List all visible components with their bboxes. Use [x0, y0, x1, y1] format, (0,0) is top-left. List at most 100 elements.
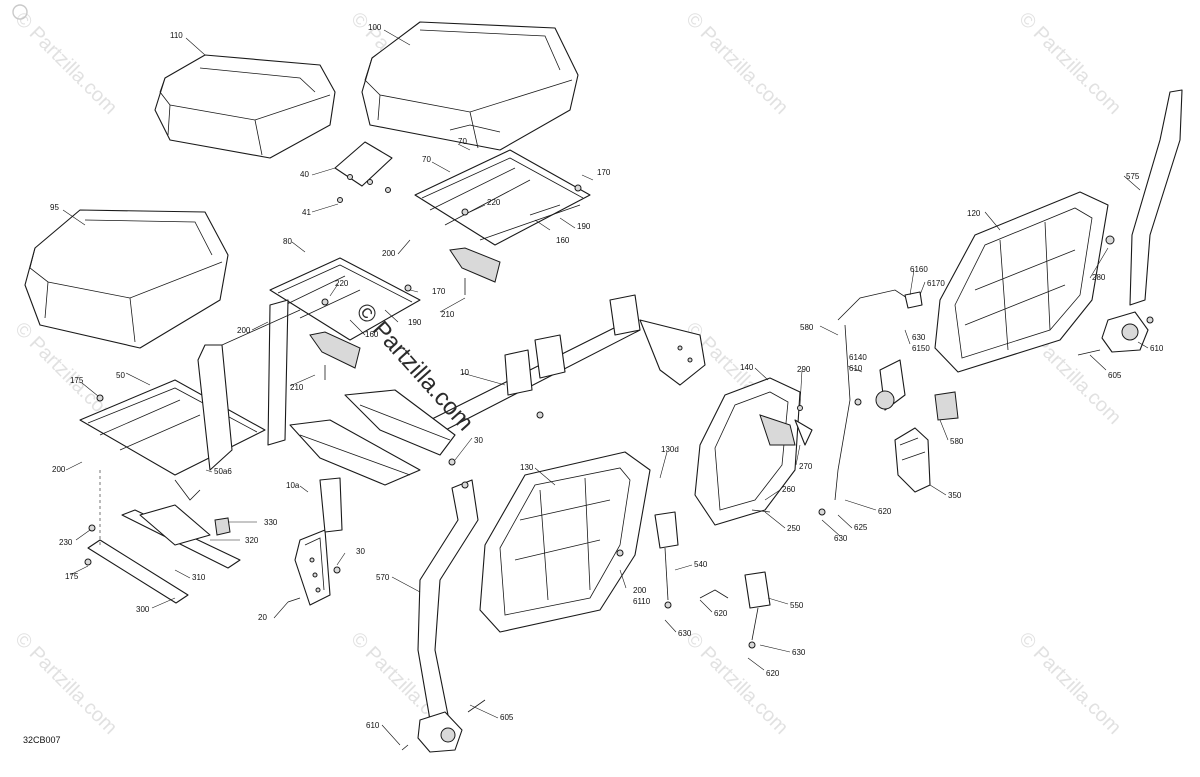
- callout-label: 580: [800, 323, 814, 332]
- callout-label: 30: [474, 436, 483, 445]
- callout-label: 80: [283, 237, 292, 246]
- callout-label: 610: [849, 364, 863, 373]
- callout-label: 575: [1126, 172, 1140, 181]
- cover-350: [894, 427, 931, 493]
- callout-label: 110: [170, 31, 183, 40]
- callout-label: 41: [302, 208, 311, 217]
- callout-label: 620: [766, 669, 780, 678]
- watermark: © Partzilla.com: [10, 628, 121, 739]
- callout-label: 6160: [910, 265, 928, 274]
- copyright-icon: [12, 4, 28, 20]
- callout-label: 30: [356, 547, 365, 556]
- callout-label: 620: [714, 609, 728, 618]
- callout-label: 200: [633, 586, 647, 595]
- watermark: © Partzilla.com: [1014, 628, 1125, 739]
- callout-label: 175: [65, 572, 79, 581]
- callout-label: 120: [967, 209, 981, 218]
- callout-label: 140: [740, 363, 754, 372]
- seat-base-50: [79, 299, 301, 501]
- callout-label: 290: [797, 365, 811, 374]
- callout-label: 330: [264, 518, 278, 527]
- callout-label: 100: [368, 23, 382, 32]
- callout-label: 160: [556, 236, 570, 245]
- callout-label: 220: [487, 198, 501, 207]
- callout-label: 580: [950, 437, 964, 446]
- callout-label: 630: [912, 333, 926, 342]
- callout-label: 610: [1150, 344, 1164, 353]
- callout-label: 220: [335, 279, 349, 288]
- callout-label: 170: [597, 168, 611, 177]
- seat-cushion-95: [24, 209, 229, 349]
- callout-label: 10: [460, 368, 469, 377]
- callout-label: 190: [577, 222, 591, 231]
- callout-label: 550: [790, 601, 804, 610]
- callout-label: 625: [854, 523, 868, 532]
- watermark: © Partzilla.com: [681, 628, 792, 739]
- slide-rails-300: [84, 470, 241, 604]
- callout-label: 200: [382, 249, 396, 258]
- seatbelt-580: [818, 289, 959, 516]
- seat-frame-70: [414, 149, 591, 295]
- backrest-130: [479, 451, 651, 633]
- backrest-140: [694, 377, 813, 526]
- callout-label: 6150: [912, 344, 930, 353]
- callout-label: 610: [366, 721, 380, 730]
- callout-labels: 110 100 95 70 70 40 41 170 220 190 160 2…: [50, 23, 1164, 730]
- callout-label: 70: [422, 155, 431, 164]
- callout-label: 300: [136, 605, 150, 614]
- callout-label: 630: [834, 534, 848, 543]
- seat-cushion-110: [154, 54, 336, 159]
- callout-label: 605: [500, 713, 514, 722]
- watermark: © Partzilla.com: [10, 8, 121, 119]
- callout-label: 570: [376, 573, 390, 582]
- callout-label: 190: [408, 318, 422, 327]
- callout-label: 200: [237, 326, 251, 335]
- leader-lines: [62, 29, 1149, 746]
- main-frame-10: [289, 294, 706, 486]
- callout-label: 280: [1092, 273, 1106, 282]
- callout-label: 6110: [633, 597, 651, 606]
- callout-label: 260: [782, 485, 796, 494]
- seat-cushion-100: [361, 21, 579, 151]
- callout-label: 605: [1108, 371, 1122, 380]
- callout-label: 70: [458, 137, 467, 146]
- callout-label: 6170: [927, 279, 945, 288]
- buckle-540: [654, 511, 729, 609]
- callout-label: 6140: [849, 353, 867, 362]
- callout-label: 270: [799, 462, 813, 471]
- seatbelt-575: [1077, 89, 1183, 356]
- callout-label: 130: [520, 463, 534, 472]
- callout-label: 160: [365, 330, 379, 339]
- watermark: © Partzilla.com: [1014, 8, 1125, 119]
- diagram-code: 32CB007: [23, 735, 61, 745]
- callout-label: 20: [258, 613, 267, 622]
- callout-label: 175: [70, 376, 84, 385]
- callout-label: 630: [678, 629, 692, 638]
- callout-label: 50a6: [214, 467, 232, 476]
- callout-label: 10a: [286, 481, 300, 490]
- callout-label: 50: [116, 371, 125, 380]
- callout-label: 200: [52, 465, 66, 474]
- callout-label: 320: [245, 536, 259, 545]
- callout-label: 210: [441, 310, 455, 319]
- callout-label: 540: [694, 560, 708, 569]
- callout-label: 250: [787, 524, 801, 533]
- callout-label: 620: [878, 507, 892, 516]
- backrest-120: [934, 191, 1115, 373]
- callout-label: 230: [59, 538, 73, 547]
- bracket-20: [287, 477, 343, 606]
- buckle-550: [744, 571, 771, 649]
- seat-frame-80: [269, 257, 421, 380]
- callout-label: 630: [792, 648, 806, 657]
- callout-label: 170: [432, 287, 446, 296]
- callout-label: 350: [948, 491, 962, 500]
- callout-label: 40: [300, 170, 309, 179]
- seatbelt-570: [401, 479, 486, 753]
- watermark: © Partzilla.com: [681, 8, 792, 119]
- callout-label: 210: [290, 383, 304, 392]
- callout-label: 310: [192, 573, 206, 582]
- plate-40: [334, 141, 393, 203]
- callout-label: 95: [50, 203, 59, 212]
- callout-label: 130d: [661, 445, 679, 454]
